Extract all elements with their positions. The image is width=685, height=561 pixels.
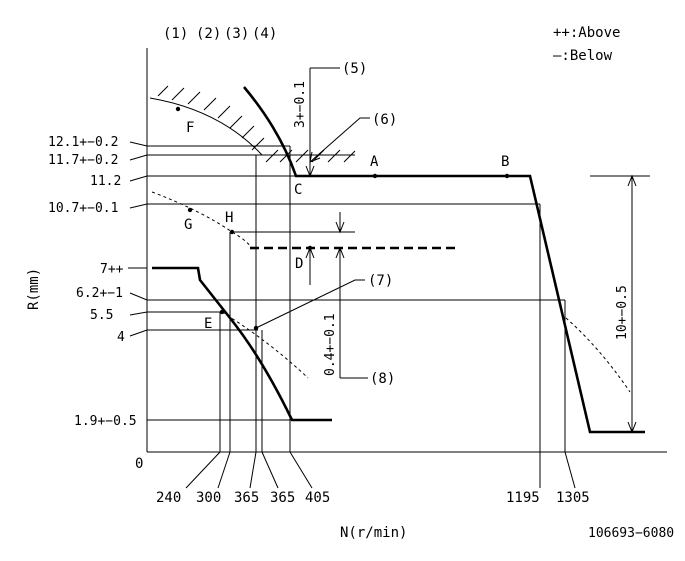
point-b-dot xyxy=(504,173,510,179)
point-e-dot xyxy=(219,309,225,315)
point-b-label: B xyxy=(501,154,509,170)
legend-above: ++:Above xyxy=(553,25,620,41)
dim-mid xyxy=(335,212,368,379)
point-7-dot xyxy=(253,325,259,331)
point-c-label: C xyxy=(294,182,302,198)
point-h-label: H xyxy=(225,210,233,226)
dim-d xyxy=(305,246,315,285)
ref-mark-1: (1) xyxy=(163,26,188,42)
y-tick-10-7: 10.7+−0.1 xyxy=(48,201,118,216)
y-tick-11-7: 11.7+−0.2 xyxy=(48,153,118,168)
point-d-dot xyxy=(307,245,313,251)
dim-top xyxy=(305,67,340,178)
dim-right xyxy=(590,174,650,434)
dim-right-value: 10+−0.5 xyxy=(615,285,630,340)
callout-5: (5) xyxy=(342,61,367,77)
x-tick-365-a: 365 xyxy=(234,490,259,506)
x-tick-365-b: 365 xyxy=(270,490,295,506)
origin-label: 0 xyxy=(135,456,143,472)
callout-6: (6) xyxy=(372,112,397,128)
x-tick-240: 240 xyxy=(156,490,181,506)
x-tick-405: 405 xyxy=(305,490,330,506)
hatched-limit-boundary xyxy=(149,85,356,163)
y-tick-4: 4 xyxy=(117,330,125,345)
y-tick-6-2: 6.2+−1 xyxy=(76,286,123,301)
point-g-label: G xyxy=(184,217,192,233)
ref-mark-4: (4) xyxy=(252,26,277,42)
point-g-dot xyxy=(187,207,193,213)
y-tick-12-1: 12.1+−0.2 xyxy=(48,135,118,150)
dashed-curve-lower xyxy=(221,311,309,379)
lower-governor-curve xyxy=(152,266,332,422)
point-f-label: F xyxy=(186,120,194,136)
callout-7-leader xyxy=(255,279,365,329)
legend-below: —:Below xyxy=(553,48,613,64)
x-tick-1305: 1305 xyxy=(556,490,590,506)
y-tick-7: 7++ xyxy=(100,262,124,277)
ref-mark-2: (2) xyxy=(196,26,221,42)
point-h-dot xyxy=(229,229,235,235)
point-a-dot xyxy=(372,173,378,179)
y-axis-title: R(mm) xyxy=(26,268,42,310)
point-e-label: E xyxy=(204,316,212,332)
vertical-guides xyxy=(219,146,566,452)
y-tick-11-2: 11.2 xyxy=(90,174,121,189)
y-tick-group: 12.1+−0.2 11.7+−0.2 11.2 10.7+−0.1 7++ 6… xyxy=(48,135,565,429)
point-d-label: D xyxy=(295,256,303,272)
dashed-curve-left xyxy=(151,191,253,249)
y-tick-5-5: 5.5 xyxy=(90,308,113,323)
x-tick-1195: 1195 xyxy=(506,490,540,506)
y-tick-1-9: 1.9+−0.5 xyxy=(74,414,137,429)
callout-7: (7) xyxy=(368,273,393,289)
callout-6-leader xyxy=(309,117,370,163)
drawing-number: 106693−6080 xyxy=(588,526,674,541)
upper-governor-curve xyxy=(243,86,645,434)
callout-8: (8) xyxy=(370,371,395,387)
x-axis-title: N(r/min) xyxy=(340,525,407,541)
dim-mid-value: 0.4+−0.1 xyxy=(323,313,338,376)
dim-top-value: 3+−0.1 xyxy=(293,81,308,128)
x-tick-300: 300 xyxy=(196,490,221,506)
ref-mark-3: (3) xyxy=(224,26,249,42)
point-f-dot xyxy=(175,106,181,112)
x-tick-leaders xyxy=(185,451,576,489)
point-a-label: A xyxy=(370,154,379,170)
